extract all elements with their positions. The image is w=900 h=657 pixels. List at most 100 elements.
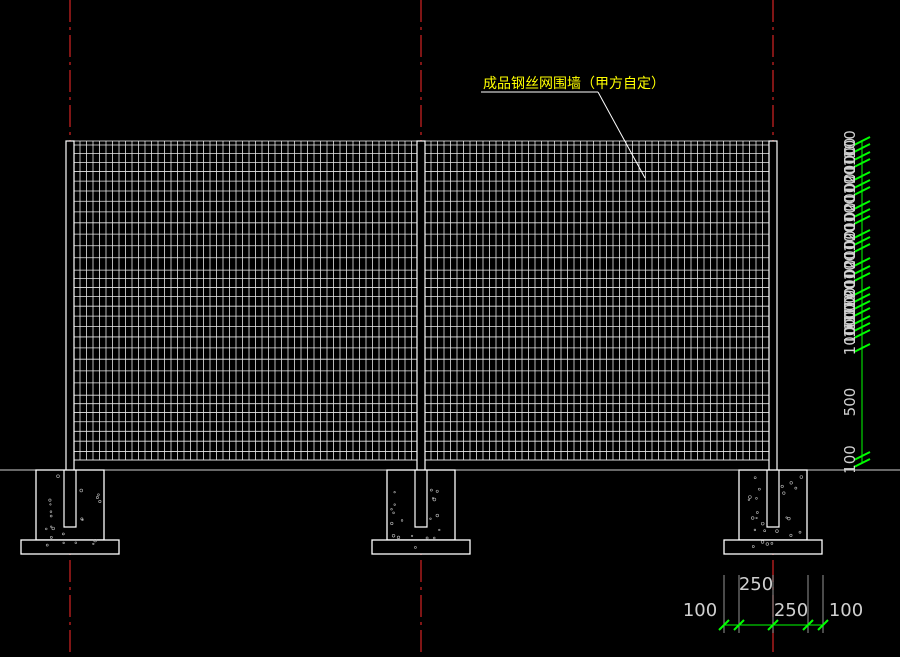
concrete-aggregate xyxy=(49,510,53,514)
vdim-tick xyxy=(853,322,871,332)
concrete-aggregate xyxy=(751,516,755,520)
vdim-tick xyxy=(853,208,871,218)
concrete-aggregate xyxy=(390,508,393,511)
post-left xyxy=(65,140,75,528)
vdim-tick xyxy=(853,257,871,267)
vdim-label: 100 xyxy=(841,259,859,288)
concrete-aggregate xyxy=(770,542,774,545)
vdim-label: 100 xyxy=(841,327,859,356)
concrete-aggregate xyxy=(74,541,78,545)
concrete-aggregate xyxy=(410,534,414,537)
vdim-tick xyxy=(853,215,871,225)
hdim-bottom-label: 100 xyxy=(829,600,863,621)
concrete-aggregate xyxy=(391,534,396,538)
vdim-tick xyxy=(853,343,871,353)
concrete-aggregate xyxy=(62,532,65,536)
vdim-tick xyxy=(853,171,871,181)
vdim-label: 100 xyxy=(841,230,859,259)
post-socket xyxy=(414,470,428,528)
concrete-aggregate xyxy=(755,516,758,519)
vdim-label: 200 xyxy=(841,155,859,184)
hdim-tick xyxy=(802,619,814,631)
vdim-tick xyxy=(853,136,871,146)
annotation-leader xyxy=(597,91,646,179)
post-socket xyxy=(766,470,780,528)
vdim-tick xyxy=(853,265,871,275)
vdim-tick xyxy=(853,179,871,189)
concrete-aggregate xyxy=(414,546,417,549)
concrete-aggregate xyxy=(97,493,100,497)
hdim-top-label: 250 xyxy=(739,574,773,595)
vdim-label: 100 xyxy=(841,309,859,338)
vdim-tick xyxy=(853,143,871,153)
hdim-tick xyxy=(767,619,779,631)
hdim-bottom-label: 250 xyxy=(774,600,808,621)
concrete-aggregate xyxy=(435,513,439,518)
concrete-aggregate xyxy=(392,511,395,515)
concrete-aggregate xyxy=(755,497,758,500)
concrete-aggregate xyxy=(393,503,396,506)
hdim-bottom-label: 100 xyxy=(683,600,717,621)
post-socket xyxy=(63,470,77,528)
concrete-aggregate xyxy=(757,487,761,491)
concrete-aggregate xyxy=(785,516,788,519)
concrete-aggregate xyxy=(799,475,804,479)
concrete-aggregate xyxy=(79,488,83,493)
vdim-label: 100 xyxy=(841,280,859,309)
concrete-aggregate xyxy=(763,529,766,533)
vdim-label: 100 xyxy=(841,195,859,224)
hdim-tick xyxy=(718,619,730,631)
concrete-aggregate xyxy=(748,495,752,499)
concrete-aggregate xyxy=(435,489,439,493)
footing-pier xyxy=(35,469,105,541)
concrete-aggregate xyxy=(798,530,802,534)
vdim-tick xyxy=(853,458,871,468)
hdim-tick xyxy=(733,619,745,631)
vdim-tick xyxy=(853,286,871,296)
vdim-tick xyxy=(853,307,871,317)
vdim-label: 200 xyxy=(841,184,859,213)
concrete-aggregate xyxy=(393,491,396,494)
vdim-label: 100 xyxy=(841,294,859,323)
vdim-label: 100 xyxy=(841,166,859,195)
concrete-aggregate xyxy=(95,496,99,499)
annotation-label: 成品钢丝网围墙（甲方自定） xyxy=(483,76,665,92)
concrete-aggregate xyxy=(62,541,65,544)
vdim-label: 100 xyxy=(841,252,859,281)
vdim-tick xyxy=(853,236,871,246)
vdim-tick xyxy=(853,329,871,339)
vdim-tick xyxy=(853,243,871,253)
vdim-label: 500 xyxy=(841,388,859,417)
vdim-label: 200 xyxy=(841,270,859,299)
concrete-aggregate xyxy=(433,536,436,540)
vdim-label: 100 xyxy=(841,145,859,174)
concrete-aggregate xyxy=(48,498,52,502)
concrete-aggregate xyxy=(787,517,791,521)
concrete-aggregate xyxy=(753,476,757,479)
vdim-label: 100 xyxy=(841,287,859,316)
footing xyxy=(371,469,471,555)
concrete-aggregate xyxy=(756,511,759,514)
concrete-aggregate xyxy=(782,491,786,495)
concrete-aggregate xyxy=(429,517,432,520)
vdim-label: 100 xyxy=(841,302,859,331)
vdim-tick xyxy=(853,151,871,161)
vdim-tick xyxy=(853,315,871,325)
vdim-tick xyxy=(853,186,871,196)
vertical-dimension-chain: 1001001002001001002001001002001001002001… xyxy=(841,130,871,474)
footing-pier xyxy=(386,469,456,541)
concrete-aggregate xyxy=(396,535,401,539)
vdim-label: 100 xyxy=(841,223,859,252)
concrete-aggregate xyxy=(50,525,53,528)
vdim-tick xyxy=(853,158,871,168)
annotation: 成品钢丝网围墙（甲方自定） xyxy=(481,76,665,179)
concrete-aggregate xyxy=(760,540,765,544)
concrete-aggregate xyxy=(438,528,441,532)
steel-wire-mesh xyxy=(73,140,770,461)
concrete-aggregate xyxy=(765,542,769,546)
concrete-aggregate xyxy=(775,529,779,533)
vdim-label: 100 xyxy=(841,316,859,345)
post-middle xyxy=(416,140,426,528)
vdim-label: 100 xyxy=(841,130,859,159)
